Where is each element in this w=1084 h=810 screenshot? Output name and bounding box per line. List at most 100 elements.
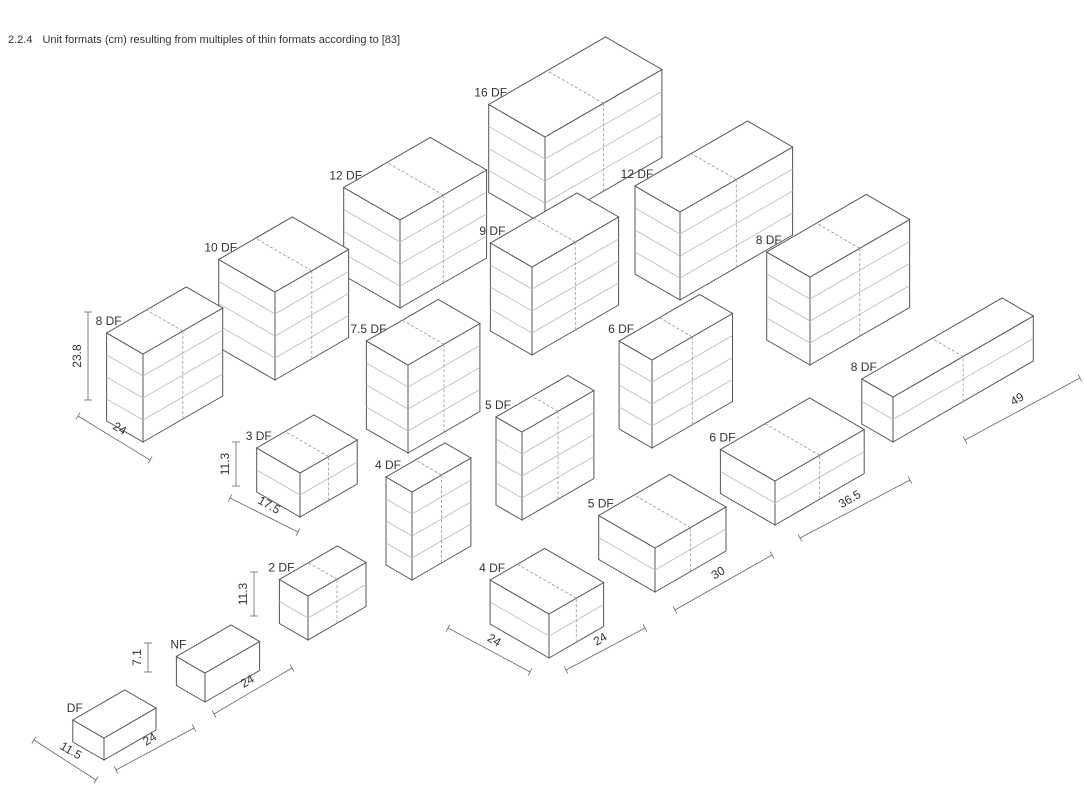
course-line (598, 528, 727, 571)
dimension-7: 24 (113, 724, 197, 774)
dimension-4: 11.3 (236, 571, 258, 617)
course-line (495, 434, 595, 477)
block-label: 8 DF (851, 360, 877, 374)
course-line (495, 412, 595, 455)
block-top-face (860, 297, 1035, 398)
dimension-label: 36.5 (836, 487, 864, 511)
dimension-line (799, 479, 911, 539)
dimension-line (213, 667, 293, 715)
dimension-line (674, 554, 773, 611)
block-1: 12 DF (329, 136, 488, 309)
block-label: 16 DF (474, 86, 507, 100)
dimension-line (565, 627, 646, 671)
dimension-line (115, 727, 195, 771)
dimension-label: 11.3 (218, 452, 232, 475)
block-top-face (618, 293, 734, 361)
block-label: 5 DF (485, 398, 511, 412)
course-line (366, 367, 481, 410)
dimension-tick (147, 456, 153, 464)
block-label: 12 DF (329, 169, 362, 183)
dimension-tick (227, 494, 233, 502)
course-line (366, 345, 481, 388)
block-2: 12 DF (621, 120, 794, 301)
dimension-label: 49 (1008, 390, 1027, 409)
dimension-11: 30 (672, 551, 775, 614)
course-line (720, 451, 865, 504)
dimension-tick (642, 624, 648, 632)
block-7: 7.5 DF (350, 298, 481, 454)
block-16: 4 DF (479, 547, 605, 659)
course-line (495, 456, 595, 499)
joint-line (386, 162, 444, 196)
joint-line (634, 494, 691, 528)
course-line (618, 335, 733, 383)
dimension-tick (93, 776, 99, 784)
dimension-line (33, 739, 97, 781)
joint-line (691, 153, 737, 180)
dimension-label: 11.3 (236, 582, 250, 605)
course-line (488, 135, 663, 204)
dimension-tick (113, 766, 119, 774)
block-top-face (365, 298, 481, 366)
course-line (106, 351, 223, 399)
course-line (634, 168, 793, 235)
figure-number: 2.2.4 (8, 34, 33, 46)
block-label: 7.5 DF (350, 322, 386, 336)
block-top-face (489, 192, 620, 268)
joint-line (255, 237, 313, 272)
course-line (634, 212, 793, 279)
block-5: 8 DF (756, 193, 911, 366)
course-line (488, 113, 663, 182)
course-line (385, 479, 472, 515)
block-top-face (765, 193, 911, 278)
course-line (343, 213, 487, 265)
joint-line (285, 431, 329, 457)
dimension-tick (191, 724, 197, 732)
dimension-tick (672, 606, 678, 614)
course-line (366, 389, 481, 432)
dimension-label: 7.1 (130, 649, 144, 666)
dimension-9: 24 (445, 624, 533, 676)
dimension-tick (295, 528, 301, 536)
course-line (490, 238, 619, 290)
block-10: 5 DF (485, 374, 595, 521)
block-17: NF (170, 624, 261, 703)
course-line (490, 260, 619, 312)
dimension-label: 24 (238, 672, 257, 691)
block-4: 9 DF (479, 192, 620, 356)
dimension-line (447, 627, 531, 673)
course-line (256, 461, 358, 496)
joint-line (764, 423, 820, 456)
joint-line (931, 338, 964, 357)
dimension-tick (211, 710, 217, 718)
course-line (618, 357, 733, 405)
block-label: 8 DF (756, 233, 782, 247)
course-line (106, 329, 223, 377)
dimension-tick (527, 668, 533, 676)
course-line (766, 241, 910, 300)
course-line (218, 315, 349, 359)
block-label: 8 DF (96, 314, 122, 328)
joint-line (402, 319, 445, 345)
dimension-tick (445, 624, 451, 632)
course-line (489, 601, 604, 637)
block-top-face (255, 414, 359, 474)
block-label: 12 DF (621, 167, 654, 181)
course-line (618, 379, 733, 427)
dimension-10: 24 (563, 624, 648, 674)
dimension-13: 49 (962, 374, 1083, 444)
dimension-0: 23.8 (70, 311, 92, 401)
dimension-2: 11.3 (218, 441, 240, 487)
course-line (766, 263, 910, 322)
block-12: 6 DF (709, 397, 866, 526)
dimension-tick (907, 476, 913, 484)
dimension-tick (563, 666, 569, 674)
joint-line (517, 563, 577, 599)
dimension-label: 30 (709, 563, 728, 582)
dimension-tick (769, 551, 775, 559)
block-label: 3 DF (246, 429, 272, 443)
block-label: NF (170, 638, 186, 652)
dimension-5: 7.1 (130, 642, 152, 673)
